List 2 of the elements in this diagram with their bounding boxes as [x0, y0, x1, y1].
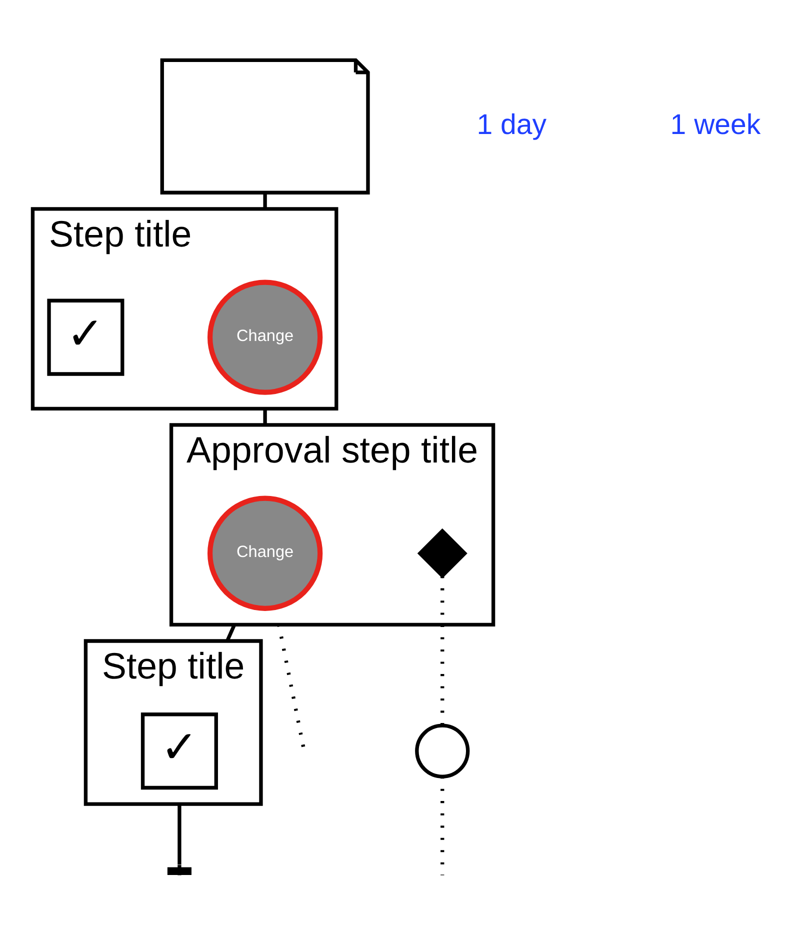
label: 1 week — [670, 108, 761, 140]
label: 1 day — [476, 108, 547, 140]
